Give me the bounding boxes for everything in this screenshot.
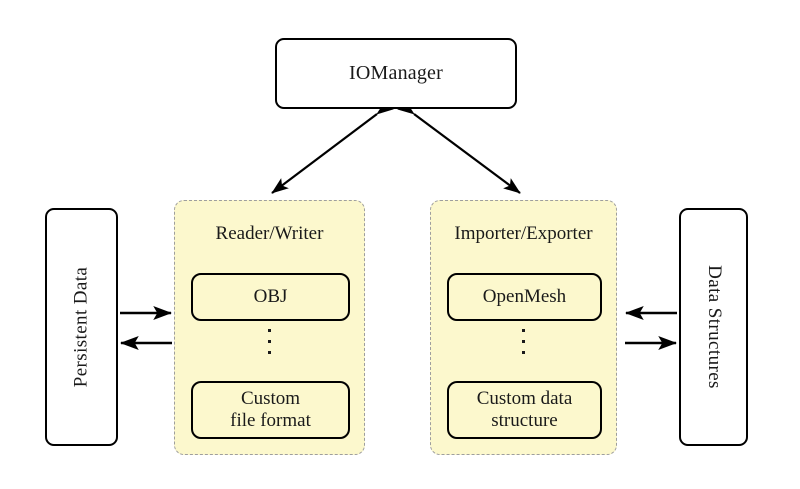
item-openmesh[interactable]: OpenMesh	[447, 273, 602, 321]
group-reader-writer-title: Reader/Writer	[215, 223, 324, 244]
item-custom-file-format-line1: Custom	[240, 388, 301, 410]
reader-writer-ellipsis-icon	[175, 329, 364, 354]
item-custom-data-structure-line1: Custom data	[476, 388, 573, 410]
data-structures-label: Data Structures	[703, 265, 725, 389]
item-obj-label: OBJ	[253, 286, 288, 308]
item-openmesh-label: OpenMesh	[482, 286, 567, 308]
persistent-data-node[interactable]: Persistent Data	[45, 208, 118, 446]
item-custom-file-format[interactable]: Custom file format	[191, 381, 350, 439]
group-importer-exporter-title: Importer/Exporter	[454, 223, 593, 244]
item-custom-file-format-line2: file format	[230, 410, 311, 431]
arrow-manager-readerwriter	[271, 99, 394, 194]
item-custom-data-structure-line2: structure	[491, 410, 558, 431]
item-custom-data-structure[interactable]: Custom data structure	[447, 381, 602, 439]
item-obj[interactable]: OBJ	[191, 273, 350, 321]
io-manager-node[interactable]: IOManager	[275, 38, 517, 109]
persistent-data-label: Persistent Data	[70, 266, 92, 388]
io-manager-label: IOManager	[349, 62, 443, 84]
data-structures-node[interactable]: Data Structures	[679, 208, 748, 446]
group-importer-exporter[interactable]: Importer/Exporter OpenMesh Custom data s…	[430, 200, 617, 455]
group-reader-writer[interactable]: Reader/Writer OBJ Custom file format	[174, 200, 365, 455]
importer-exporter-ellipsis-icon	[431, 329, 616, 354]
arrow-manager-importerexporter	[397, 99, 521, 194]
